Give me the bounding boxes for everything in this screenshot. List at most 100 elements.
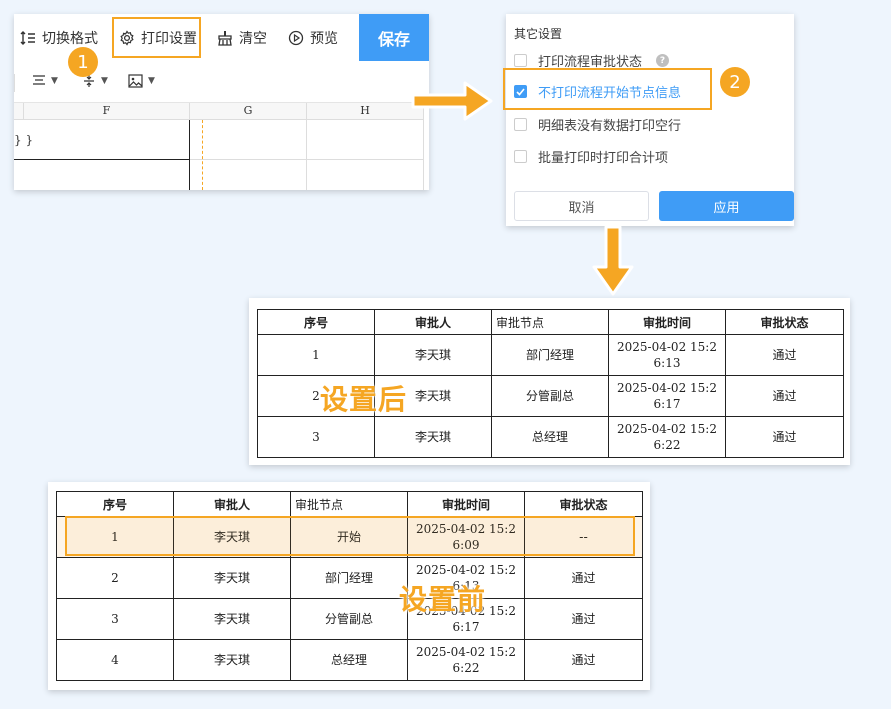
table-header-row: 序号 审批人 审批节点 审批时间 审批状态 [257,309,844,335]
grid-cell-g1[interactable] [190,120,307,160]
chevron-down-icon: ▼ [51,76,58,86]
step-badge-2: 2 [720,67,750,97]
cell-status: 通过 [524,639,643,681]
table-row: 3 李天琪 分管副总 2025-04-02 15:26:17 通过 [56,598,643,640]
help-icon[interactable]: ? [656,54,670,67]
cell-status: 通过 [725,416,844,458]
start-node-row-highlight [65,516,635,556]
image-icon [128,74,143,88]
cell-time: 2025-04-02 15:26:17 [407,598,525,640]
after-settings-card: 序号 审批人 审批节点 审批时间 审批状态 1 李天琪 部门经理 2025-04… [249,298,850,465]
cell-status: 通过 [725,334,844,376]
header-time: 审批时间 [407,491,525,517]
line-height-icon [20,30,35,45]
cell-seq: 2 [56,557,174,599]
image-dropdown[interactable]: ▼ [128,74,155,88]
option-print-approval-status[interactable]: 打印流程审批状态 ? [514,51,670,70]
arrow-right-icon [411,81,493,121]
other-settings-title: 其它设置 [514,27,563,41]
cell-approver: 李天琪 [173,598,291,640]
align-center-icon [33,75,45,85]
header-seq: 序号 [56,491,174,517]
print-settings-label: 打印设置 [141,30,197,47]
cell-approver: 李天琪 [374,416,492,458]
page-break-line [202,120,203,190]
option-label: 明细表没有数据打印空行 [538,119,682,134]
column-header-h[interactable]: H [307,103,424,120]
align-dropdown[interactable]: ▼ [32,74,58,88]
check-icon [516,87,525,96]
grid-cell-h1[interactable] [307,120,424,160]
switch-format-label: 切换格式 [42,30,98,47]
cell-node: 分管副总 [491,375,609,417]
cell-status: 通过 [524,598,643,640]
table-row: 3 李天琪 总经理 2025-04-02 15:26:22 通过 [257,416,844,458]
after-settings-label: 设置后 [320,383,408,416]
cell-time: 2025-04-02 15:26:09 [407,516,525,558]
checkbox[interactable] [514,118,527,131]
save-button[interactable]: 保存 [359,14,429,61]
header-node: 审批节点 [491,309,609,335]
header-approver: 审批人 [374,309,492,335]
header-seq: 序号 [257,309,375,335]
column-header [14,103,24,120]
grid-cell-g2[interactable] [190,160,307,190]
print-settings-button[interactable]: 打印设置 [119,14,197,61]
cell-time: 2025-04-02 15:26:17 [608,375,726,417]
vertical-align-icon [84,75,94,87]
option-skip-start-node[interactable]: 不打印流程开始节点信息 [514,82,681,101]
checkbox[interactable] [514,54,527,67]
cancel-button[interactable]: 取消 [514,191,649,221]
gear-icon [120,29,134,46]
grid-cell-f2[interactable] [14,160,190,190]
before-settings-card: 序号 审批人 审批节点 审批时间 审批状态 1 李天琪 开始 2025-04-0… [48,482,650,690]
cell-time: 2025-04-02 15:26:22 [407,639,525,681]
checkbox[interactable] [514,150,527,163]
main-toolbar: 切换格式 打印设置 清空 预览 保存 [14,14,429,61]
cell-node: 分管副总 [290,598,408,640]
format-toolbar: ▼ ▼ ▼ [14,61,429,103]
report-editor-panel: 切换格式 打印设置 清空 预览 保存 [14,14,429,190]
option-label: 批量打印时打印合计项 [538,151,669,166]
preview-button[interactable]: 预览 [288,14,338,61]
chevron-down-icon: ▼ [101,76,108,86]
cell-approver: 李天琪 [173,557,291,599]
chevron-down-icon: ▼ [148,76,155,86]
cell-node: 部门经理 [290,557,408,599]
cell-seq: 3 [257,416,375,458]
play-circle-icon [288,30,304,45]
cell-seq: 4 [56,639,174,681]
column-header-g[interactable]: G [190,103,307,120]
header-status: 审批状态 [524,491,643,517]
option-label: 不打印流程开始节点信息 [538,86,682,101]
table-row: 2 李天琪 部门经理 2025-04-02 15:26:13 通过 [56,557,643,599]
column-header-f[interactable]: F [24,103,190,120]
grid-cell-f1[interactable]: } } [14,120,190,160]
before-settings-label: 设置前 [399,583,487,616]
cell-approver: 李天琪 [173,639,291,681]
table-row: 1 李天琪 部门经理 2025-04-02 15:26:13 通过 [257,334,844,376]
option-batch-print-totals[interactable]: 批量打印时打印合计项 [514,147,668,166]
clear-button[interactable]: 清空 [217,14,267,61]
grid-cell-h2[interactable] [307,160,424,190]
cell-node: 部门经理 [491,334,609,376]
header-time: 审批时间 [608,309,726,335]
clear-label: 清空 [239,30,267,47]
option-label: 打印流程审批状态 [538,55,643,70]
apply-button[interactable]: 应用 [659,191,794,221]
cell-status: 通过 [725,375,844,417]
header-status: 审批状态 [725,309,844,335]
cell-node: 总经理 [290,639,408,681]
table-row: 1 李天琪 开始 2025-04-02 15:26:09 -- [56,516,643,558]
cell-node: 总经理 [491,416,609,458]
option-highlight [503,68,712,110]
vertical-align-dropdown[interactable]: ▼ [82,74,108,88]
cell-time: 2025-04-02 15:26:13 [608,334,726,376]
table-row: 4 李天琪 总经理 2025-04-02 15:26:22 通过 [56,639,643,681]
cell-fragment: } } [14,133,34,147]
step-badge-1: 1 [68,47,98,77]
option-empty-detail-rows[interactable]: 明细表没有数据打印空行 [514,115,681,134]
switch-format-button[interactable]: 切换格式 [20,14,98,61]
preview-label: 预览 [310,30,338,47]
checkbox-checked[interactable] [514,85,527,98]
